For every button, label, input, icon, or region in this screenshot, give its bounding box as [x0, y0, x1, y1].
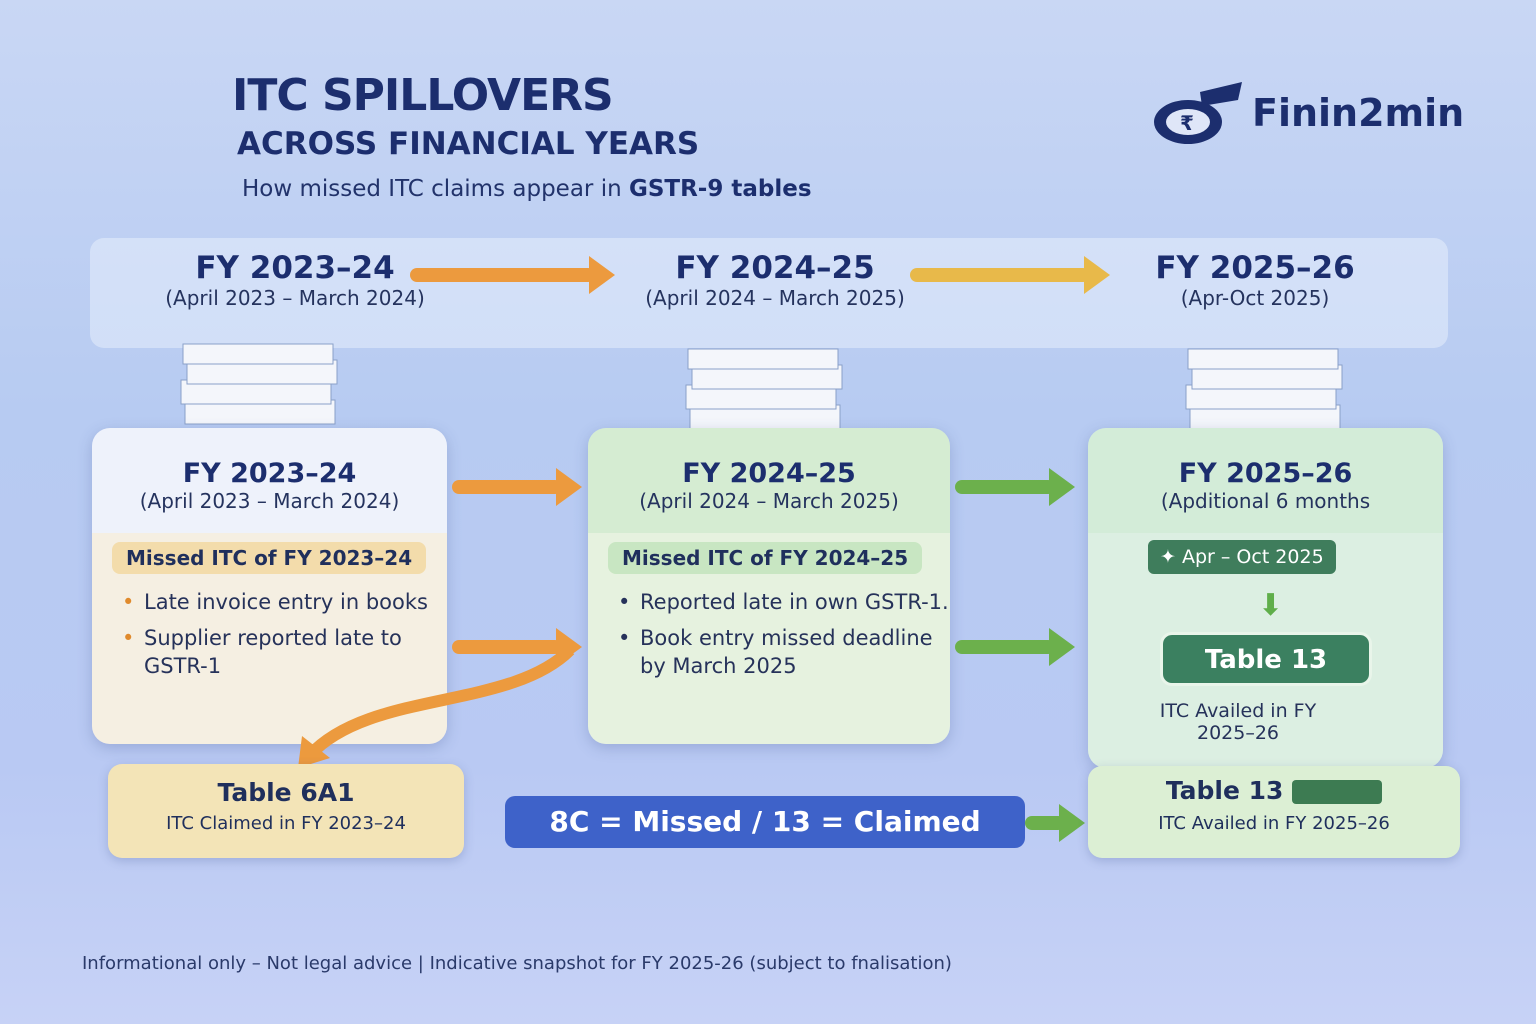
- timeline-item: FY 2023–24(April 2023 – March 2024): [120, 250, 470, 310]
- timeline-item: FY 2025–26(Apr-Oct 2025): [1080, 250, 1430, 310]
- money-bag-icon: ₹: [1154, 82, 1242, 144]
- logo: ₹ Finin2min: [1150, 78, 1464, 148]
- arrow-right-icon: [955, 628, 1075, 666]
- timeline-year: FY 2025–26: [1155, 250, 1355, 286]
- equation-banner: 8C = Missed / 13 = Claimed: [505, 796, 1025, 848]
- card-fy2023-24: FY 2023–24(April 2023 – March 2024) Miss…: [92, 428, 447, 744]
- cash-icon: [1292, 780, 1383, 804]
- timeline-range: (April 2023 – March 2024): [165, 286, 425, 310]
- table-13-desc: ITC Availed in FY 2025–26: [1158, 813, 1390, 834]
- table-6a1-label: Table 6A1: [217, 778, 355, 807]
- arrow-right-icon: [452, 628, 582, 666]
- card-year: FY 2023–24: [182, 458, 357, 489]
- list-item: Supplier reported late to GSTR-1: [120, 624, 447, 680]
- table-13-badge: Table 13: [1160, 632, 1372, 686]
- timeline-range: (April 2024 – March 2025): [645, 286, 905, 310]
- arrow-down-icon: ⬇: [1258, 588, 1284, 623]
- logo-text: Finin2min: [1252, 91, 1465, 135]
- card-fy2024-25: FY 2024–25(April 2024 – March 2025) Miss…: [588, 428, 950, 744]
- arrow-right-icon: [910, 256, 1110, 294]
- list-item: Reported late in own GSTR-1.: [616, 588, 950, 616]
- period-badge: ✦ Apr – Oct 2025: [1148, 540, 1336, 574]
- svg-text:₹: ₹: [1180, 111, 1194, 135]
- documents-stack-icon: [1185, 348, 1343, 430]
- card-year: FY 2024–25: [682, 458, 856, 489]
- footer-disclaimer: Informational only – Not legal advice | …: [82, 953, 952, 974]
- documents-stack-icon: [180, 343, 338, 425]
- tagline: How missed ITC claims appear in GSTR-9 t…: [242, 176, 812, 202]
- list-item: Late invoice entry in books: [120, 588, 447, 616]
- page-subtitle: ACROSS FINANCIAL YEARS: [237, 126, 700, 162]
- documents-stack-icon: [685, 348, 843, 430]
- list-item: Book entry missed deadline by March 2025: [616, 624, 950, 680]
- timeline-range: (Apr-Oct 2025): [1180, 286, 1330, 310]
- table-6a1-desc: ITC Claimed in FY 2023–24: [166, 813, 406, 834]
- card-fy2025-26: FY 2025–26(Apditional 6 months ✦ Apr – O…: [1088, 428, 1443, 768]
- table-13-box: Table 13 ITC Availed in FY 2025–26: [1088, 766, 1460, 858]
- table-13-label: Table 13: [1165, 776, 1284, 805]
- arrow-right-icon: [410, 256, 615, 294]
- tagline-bold: GSTR-9 tables: [628, 176, 812, 202]
- card-range: (April 2023 – March 2024): [139, 489, 400, 513]
- period-text: Apr – Oct 2025: [1181, 546, 1324, 568]
- timeline-year: FY 2024–25: [675, 250, 875, 286]
- missed-itc-label: Missed ITC of FY 2024–25: [608, 542, 923, 574]
- timeline-band: [90, 238, 1448, 348]
- arrow-right-icon: [452, 468, 582, 506]
- curved-arrow-icon: [298, 645, 575, 768]
- card-range: (April 2024 – March 2025): [639, 489, 899, 513]
- page-title: ITC SPILLOVERS: [232, 70, 614, 121]
- timeline-year: FY 2023–24: [195, 250, 395, 286]
- card-range: (Apditional 6 months: [1160, 489, 1371, 513]
- card-year: FY 2025–26: [1178, 458, 1353, 489]
- timeline-item: FY 2024–25(April 2024 – March 2025): [600, 250, 950, 310]
- tagline-text: How missed ITC claims appear in: [242, 176, 629, 202]
- missed-itc-label: Missed ITC of FY 2023–24: [112, 542, 427, 574]
- arrow-right-icon: [1025, 804, 1085, 842]
- table-13-row: Table 13: [1088, 776, 1460, 805]
- arrow-right-icon: [955, 468, 1075, 506]
- table-desc: ITC Availed in FY 2025–26: [1159, 700, 1317, 744]
